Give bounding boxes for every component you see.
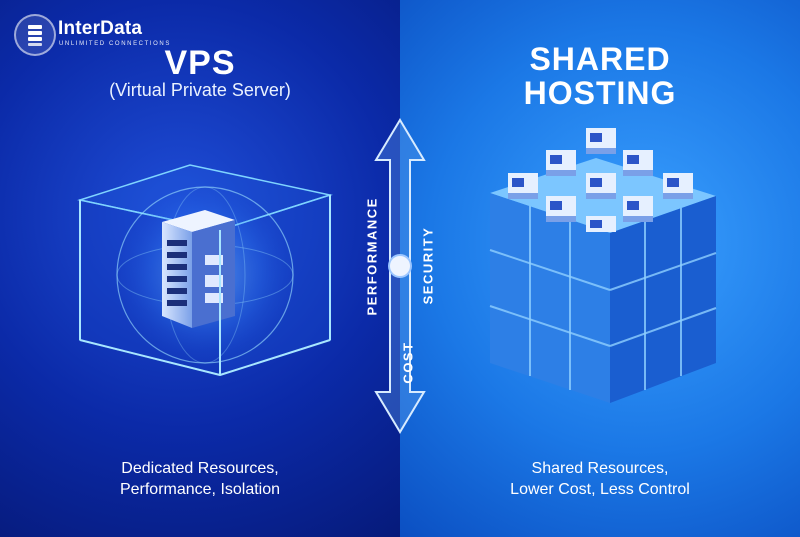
brand-name: InterData xyxy=(58,18,143,39)
cost-label: COST xyxy=(400,341,416,384)
shared-hosting-title-line2: HOSTING xyxy=(523,75,677,111)
shared-hosting-cube-illustration xyxy=(489,128,717,403)
shared-hosting-title: SHARED HOSTING xyxy=(400,42,800,110)
shared-hosting-caption-line1: Shared Resources, xyxy=(531,460,669,477)
vps-caption-line1: Dedicated Resources, xyxy=(121,460,279,477)
arrow-slider-knob xyxy=(388,254,412,278)
vps-title: VPS xyxy=(164,44,236,82)
shared-hosting-title-line1: SHARED xyxy=(529,41,671,77)
brand-logo: InterData UNLIMITED CONNECTIONS xyxy=(14,14,174,58)
vps-cube-illustration xyxy=(77,164,333,377)
vps-caption: Dedicated Resources, Performance, Isolat… xyxy=(0,458,400,500)
vps-subtitle: (Virtual Private Server) xyxy=(109,80,291,100)
mini-server-icons xyxy=(508,128,693,232)
performance-label: PERFORMANCE xyxy=(364,197,380,316)
logo-globe-icon xyxy=(14,14,56,56)
brand-tagline: UNLIMITED CONNECTIONS xyxy=(59,41,171,47)
shared-hosting-caption: Shared Resources, Lower Cost, Less Contr… xyxy=(400,458,800,500)
logo-server-icon xyxy=(28,25,42,46)
double-arrow xyxy=(374,118,426,434)
shared-hosting-caption-line2: Lower Cost, Less Control xyxy=(510,481,690,498)
vps-caption-line2: Performance, Isolation xyxy=(119,481,281,498)
security-label: SECURITY xyxy=(420,226,436,305)
